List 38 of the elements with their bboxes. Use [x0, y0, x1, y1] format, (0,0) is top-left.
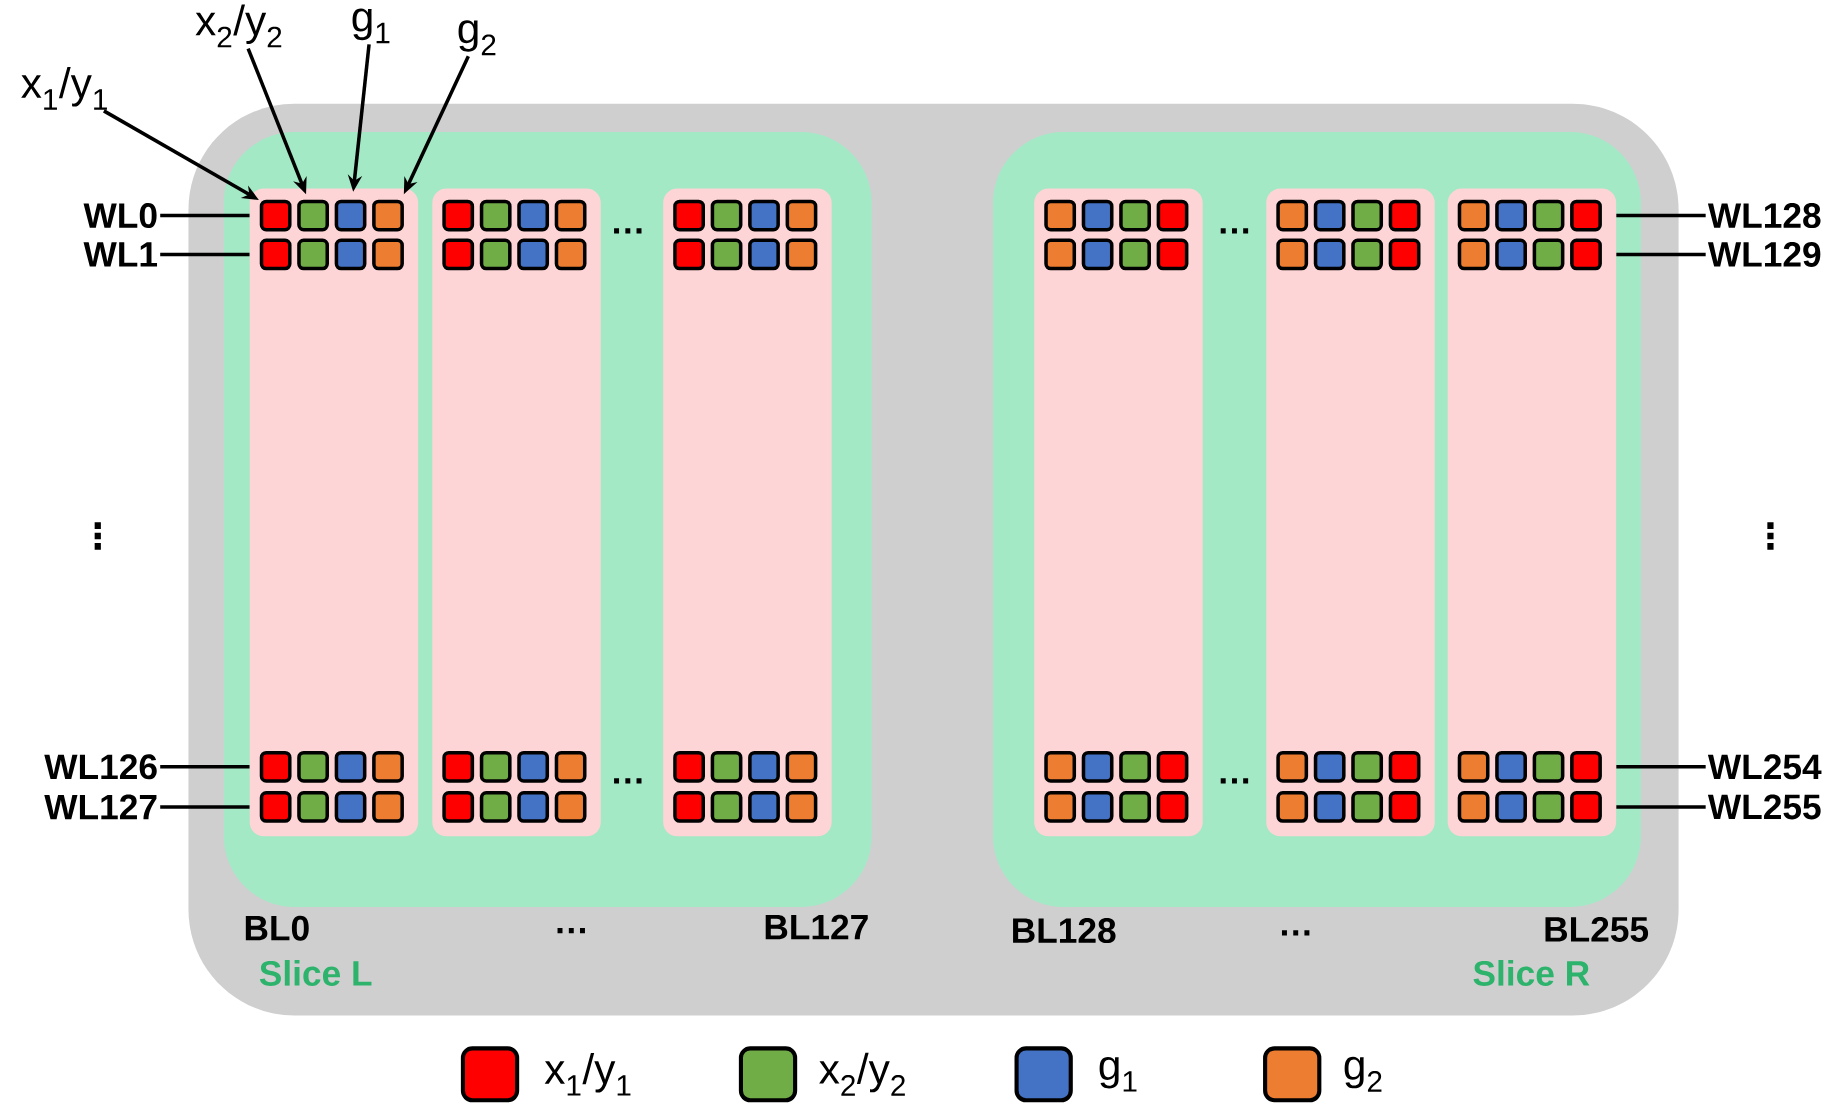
- wordline-label: WL0: [83, 203, 157, 229]
- signal-label: x$_{1}$/y$_{1}$: [21, 67, 107, 110]
- wordline-label: WL127: [44, 794, 157, 820]
- wordline-label: WL255: [1707, 794, 1821, 820]
- legend-label: g$_{2}$: [1344, 1056, 1382, 1092]
- wordline-label: WL254: [1707, 754, 1822, 780]
- bitline-label: BL128: [1013, 918, 1116, 944]
- bitline-label: BL0: [245, 915, 309, 941]
- ellipsis: …: [1220, 778, 1249, 784]
- node-label: Slice R: [1473, 960, 1590, 986]
- legend-label: x$_{1}$/y$_{1}$: [544, 1053, 631, 1096]
- wordline-label: WL128: [1707, 203, 1821, 229]
- wordline-label: WL129: [1707, 241, 1821, 267]
- wordline: [160, 213, 250, 218]
- wordline: [1616, 805, 1706, 809]
- wordline-label: WL1: [83, 242, 158, 267]
- ellipsis: …: [1281, 930, 1310, 936]
- wordline-label: WL126: [44, 754, 157, 780]
- signal-label: g$_{1}$: [352, 8, 390, 44]
- wordline: [160, 252, 250, 257]
- legend-label: x$_{2}$/y$_{2}$: [819, 1052, 905, 1096]
- bitline-label: BL255: [1545, 916, 1649, 942]
- ellipsis: …: [557, 927, 585, 934]
- wordline: [160, 805, 250, 809]
- node-label: Slice L: [259, 960, 372, 986]
- wordline: [160, 765, 250, 769]
- legend-label: g$_{1}$: [1099, 1057, 1137, 1092]
- wordline: [1616, 765, 1706, 769]
- bitline-label: BL127: [765, 914, 868, 940]
- ellipsis: …: [614, 228, 642, 234]
- vertical-ellipsis: ⋮: [1767, 522, 1774, 550]
- wordline: [1616, 213, 1706, 218]
- signal-label: g$_{2}$: [458, 20, 496, 56]
- wordline: [1616, 252, 1706, 257]
- ellipsis: …: [1220, 228, 1249, 234]
- vertical-ellipsis: ⋮: [94, 522, 101, 550]
- ellipsis: …: [614, 778, 642, 784]
- signal-label: x$_{2}$/y$_{2}$: [195, 4, 282, 48]
